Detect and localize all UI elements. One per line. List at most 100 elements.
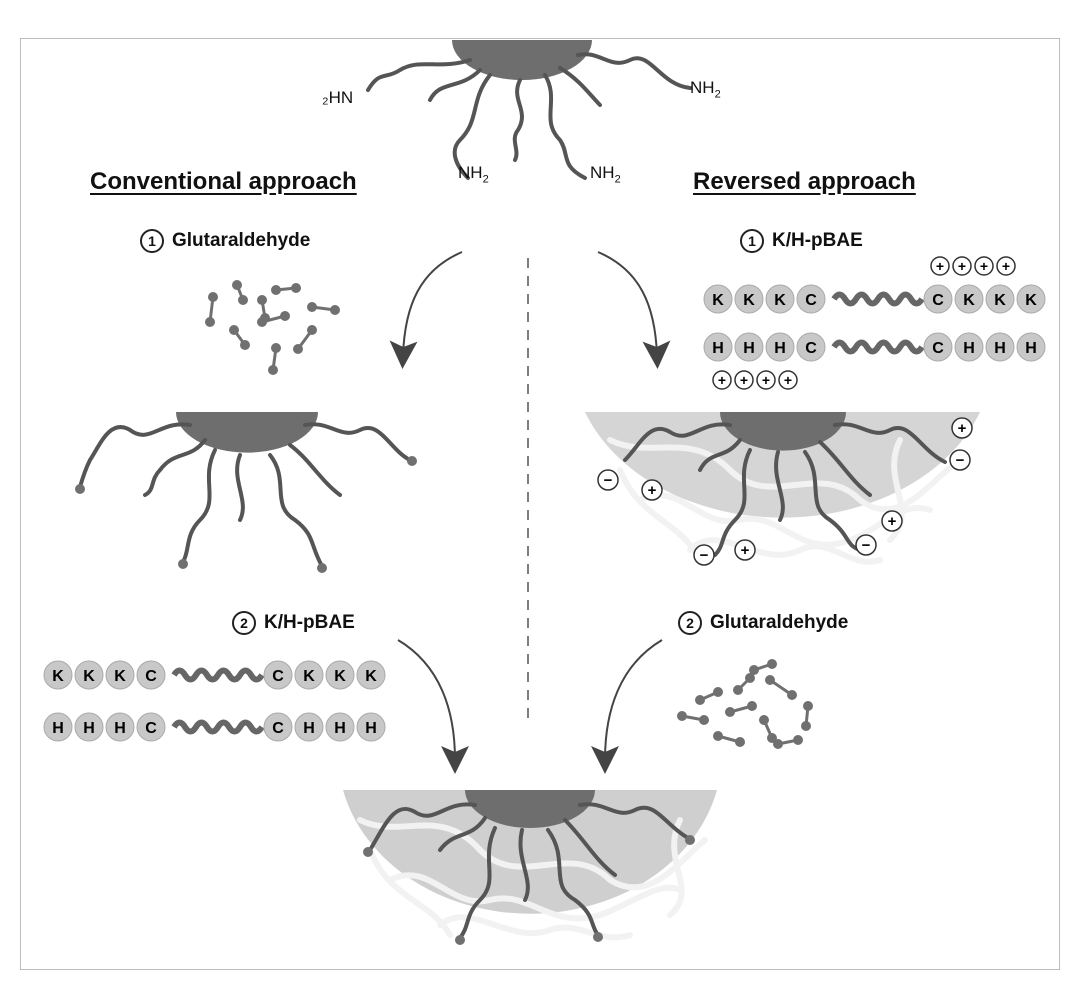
arrow-left-step2 — [398, 640, 455, 760]
glutaraldehyde-molecule — [759, 715, 777, 743]
residue-label: H — [994, 340, 1006, 357]
residue-label: K — [365, 668, 377, 685]
plus-label: + — [1002, 258, 1010, 274]
glutaraldehyde-molecule — [232, 280, 248, 305]
residue-label: C — [932, 292, 944, 309]
residue-label: H — [303, 720, 315, 737]
plus-label: + — [718, 372, 726, 388]
charge-label: − — [862, 537, 871, 554]
step-right-2: 2 Glutaraldehyde — [678, 611, 848, 635]
amine-label-bottom-left: NH2 — [458, 163, 489, 185]
step-left-2: 2 K/H-pBAE — [232, 611, 355, 635]
residue-label: K — [1025, 292, 1037, 309]
histidine-pbae-chain: HHHCCHHH — [44, 713, 385, 741]
residue-label: C — [272, 668, 284, 685]
glutaraldehyde-molecule — [773, 735, 803, 749]
residue-label: H — [963, 340, 975, 357]
minus-charge: − — [694, 545, 714, 565]
glutaraldehyde-molecule — [801, 701, 813, 731]
minus-charge: − — [950, 450, 970, 470]
step-number: 1 — [740, 229, 764, 253]
plus-charge: + — [735, 540, 755, 560]
glutaraldehyde-molecule — [268, 343, 281, 375]
glutaraldehyde-molecule — [733, 673, 755, 695]
residue-label: K — [963, 292, 975, 309]
residue-label: C — [145, 720, 157, 737]
plus-charge: + — [975, 257, 993, 275]
charge-label: − — [604, 472, 613, 489]
plus-label: + — [958, 258, 966, 274]
charge-label: + — [888, 513, 897, 530]
glutaraldehyde-molecule — [257, 311, 290, 327]
step-number: 2 — [678, 611, 702, 635]
crosslinked-nanoparticle — [343, 790, 717, 945]
residue-label: K — [52, 668, 64, 685]
residue-label: H — [83, 720, 95, 737]
lysine-pbae-chain: KKKCCKKK — [704, 285, 1045, 313]
glutaraldehyde-molecule — [725, 701, 757, 717]
plus-charge: + — [952, 418, 972, 438]
amine-label-right: NH2 — [690, 78, 721, 100]
plus-label: + — [762, 372, 770, 388]
charge-label: + — [741, 542, 750, 559]
charge-label: − — [700, 547, 709, 564]
charge-label: − — [956, 452, 965, 469]
plus-label: + — [980, 258, 988, 274]
charge-label: + — [958, 420, 967, 437]
histidine-pbae-chain: HHHCCHHH — [704, 333, 1045, 361]
amine-label-left: ₂HN — [322, 88, 353, 108]
plus-charge: + — [953, 257, 971, 275]
residue-label: H — [774, 340, 786, 357]
residue-label: C — [805, 292, 817, 309]
plus-label: + — [784, 372, 792, 388]
step-label: K/H-pBAE — [264, 612, 355, 634]
amine-a-main: NH — [690, 78, 715, 97]
residue-label: K — [303, 668, 315, 685]
glutaraldehyde-molecule — [307, 302, 340, 315]
step-label: Glutaraldehyde — [172, 230, 310, 252]
glutaraldehyde-molecule — [229, 325, 250, 350]
amine-c-main: NH — [590, 163, 615, 182]
residue-label: K — [774, 292, 786, 309]
plus-charge: + — [779, 371, 797, 389]
residue-label: K — [114, 668, 126, 685]
np-with-glutaraldehyde — [75, 412, 417, 573]
residue-label: C — [932, 340, 944, 357]
residue-label: H — [114, 720, 126, 737]
glutaraldehyde-molecule — [271, 283, 301, 295]
amine-a-sub: 2 — [715, 88, 721, 100]
plus-charge-groups: ++++++++ — [713, 257, 1015, 389]
plus-charge: + — [757, 371, 775, 389]
lysine-pbae-chain: KKKCCKKK — [44, 661, 385, 689]
charge-label: + — [648, 482, 657, 499]
minus-charge: − — [598, 470, 618, 490]
arrow-right-step2 — [605, 640, 662, 760]
plus-charge: + — [642, 480, 662, 500]
residue-label: C — [145, 668, 157, 685]
residue-label: H — [334, 720, 346, 737]
residue-label: H — [52, 720, 64, 737]
glutaraldehyde-molecule — [713, 731, 745, 747]
residue-label: K — [83, 668, 95, 685]
amine-left-text: ₂HN — [322, 88, 353, 107]
residue-label: K — [712, 292, 724, 309]
glutaraldehyde-molecule — [765, 675, 797, 700]
step-label: K/H-pBAE — [772, 230, 863, 252]
step-number: 1 — [140, 229, 164, 253]
amine-label-bottom-right: NH2 — [590, 163, 621, 185]
top-nanoparticle — [368, 40, 690, 178]
residue-label: K — [334, 668, 346, 685]
heading-reversed: Reversed approach — [693, 168, 916, 196]
residue-label: H — [743, 340, 755, 357]
arrow-left-step1 — [403, 252, 462, 355]
plus-charge: + — [735, 371, 753, 389]
arrow-right-step1 — [598, 252, 657, 355]
residue-label: C — [272, 720, 284, 737]
plus-label: + — [740, 372, 748, 388]
plus-charge: + — [882, 511, 902, 531]
amine-b-main: NH — [458, 163, 483, 182]
glutaraldehyde-molecules-right — [677, 659, 813, 749]
step-left-1: 1 Glutaraldehyde — [140, 229, 310, 253]
